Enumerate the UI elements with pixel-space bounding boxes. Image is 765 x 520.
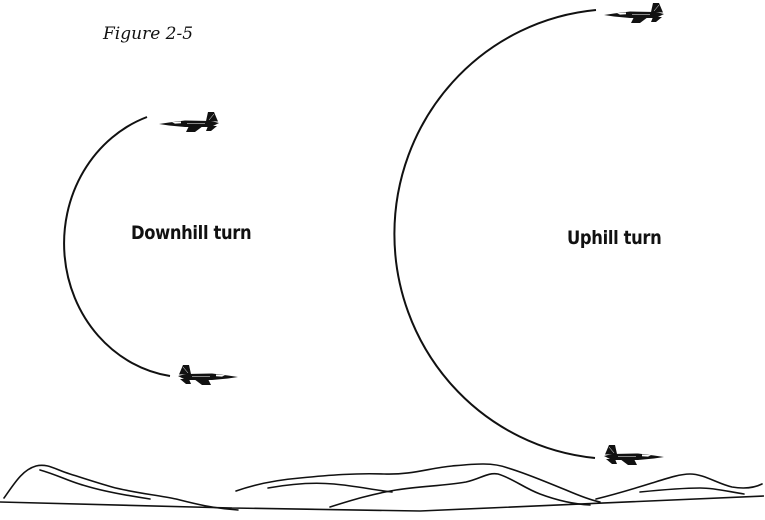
ground-line — [0, 495, 765, 512]
jet-fighter-icon-uphill-top — [603, 2, 665, 24]
jet-fighter-icon-downhill-bottom — [177, 364, 239, 386]
uphill-turn-path — [393, 9, 597, 459]
uphill-turn-label: Uphill turn — [567, 227, 662, 249]
mountain-range — [3, 463, 763, 511]
downhill-turn-label: Downhill turn — [131, 222, 252, 244]
jet-fighter-icon-downhill-top — [158, 111, 220, 133]
jet-fighter-icon-uphill-bottom — [603, 444, 665, 466]
figure-caption: Figure 2-5 — [103, 24, 194, 44]
downhill-turn-path — [63, 116, 171, 377]
